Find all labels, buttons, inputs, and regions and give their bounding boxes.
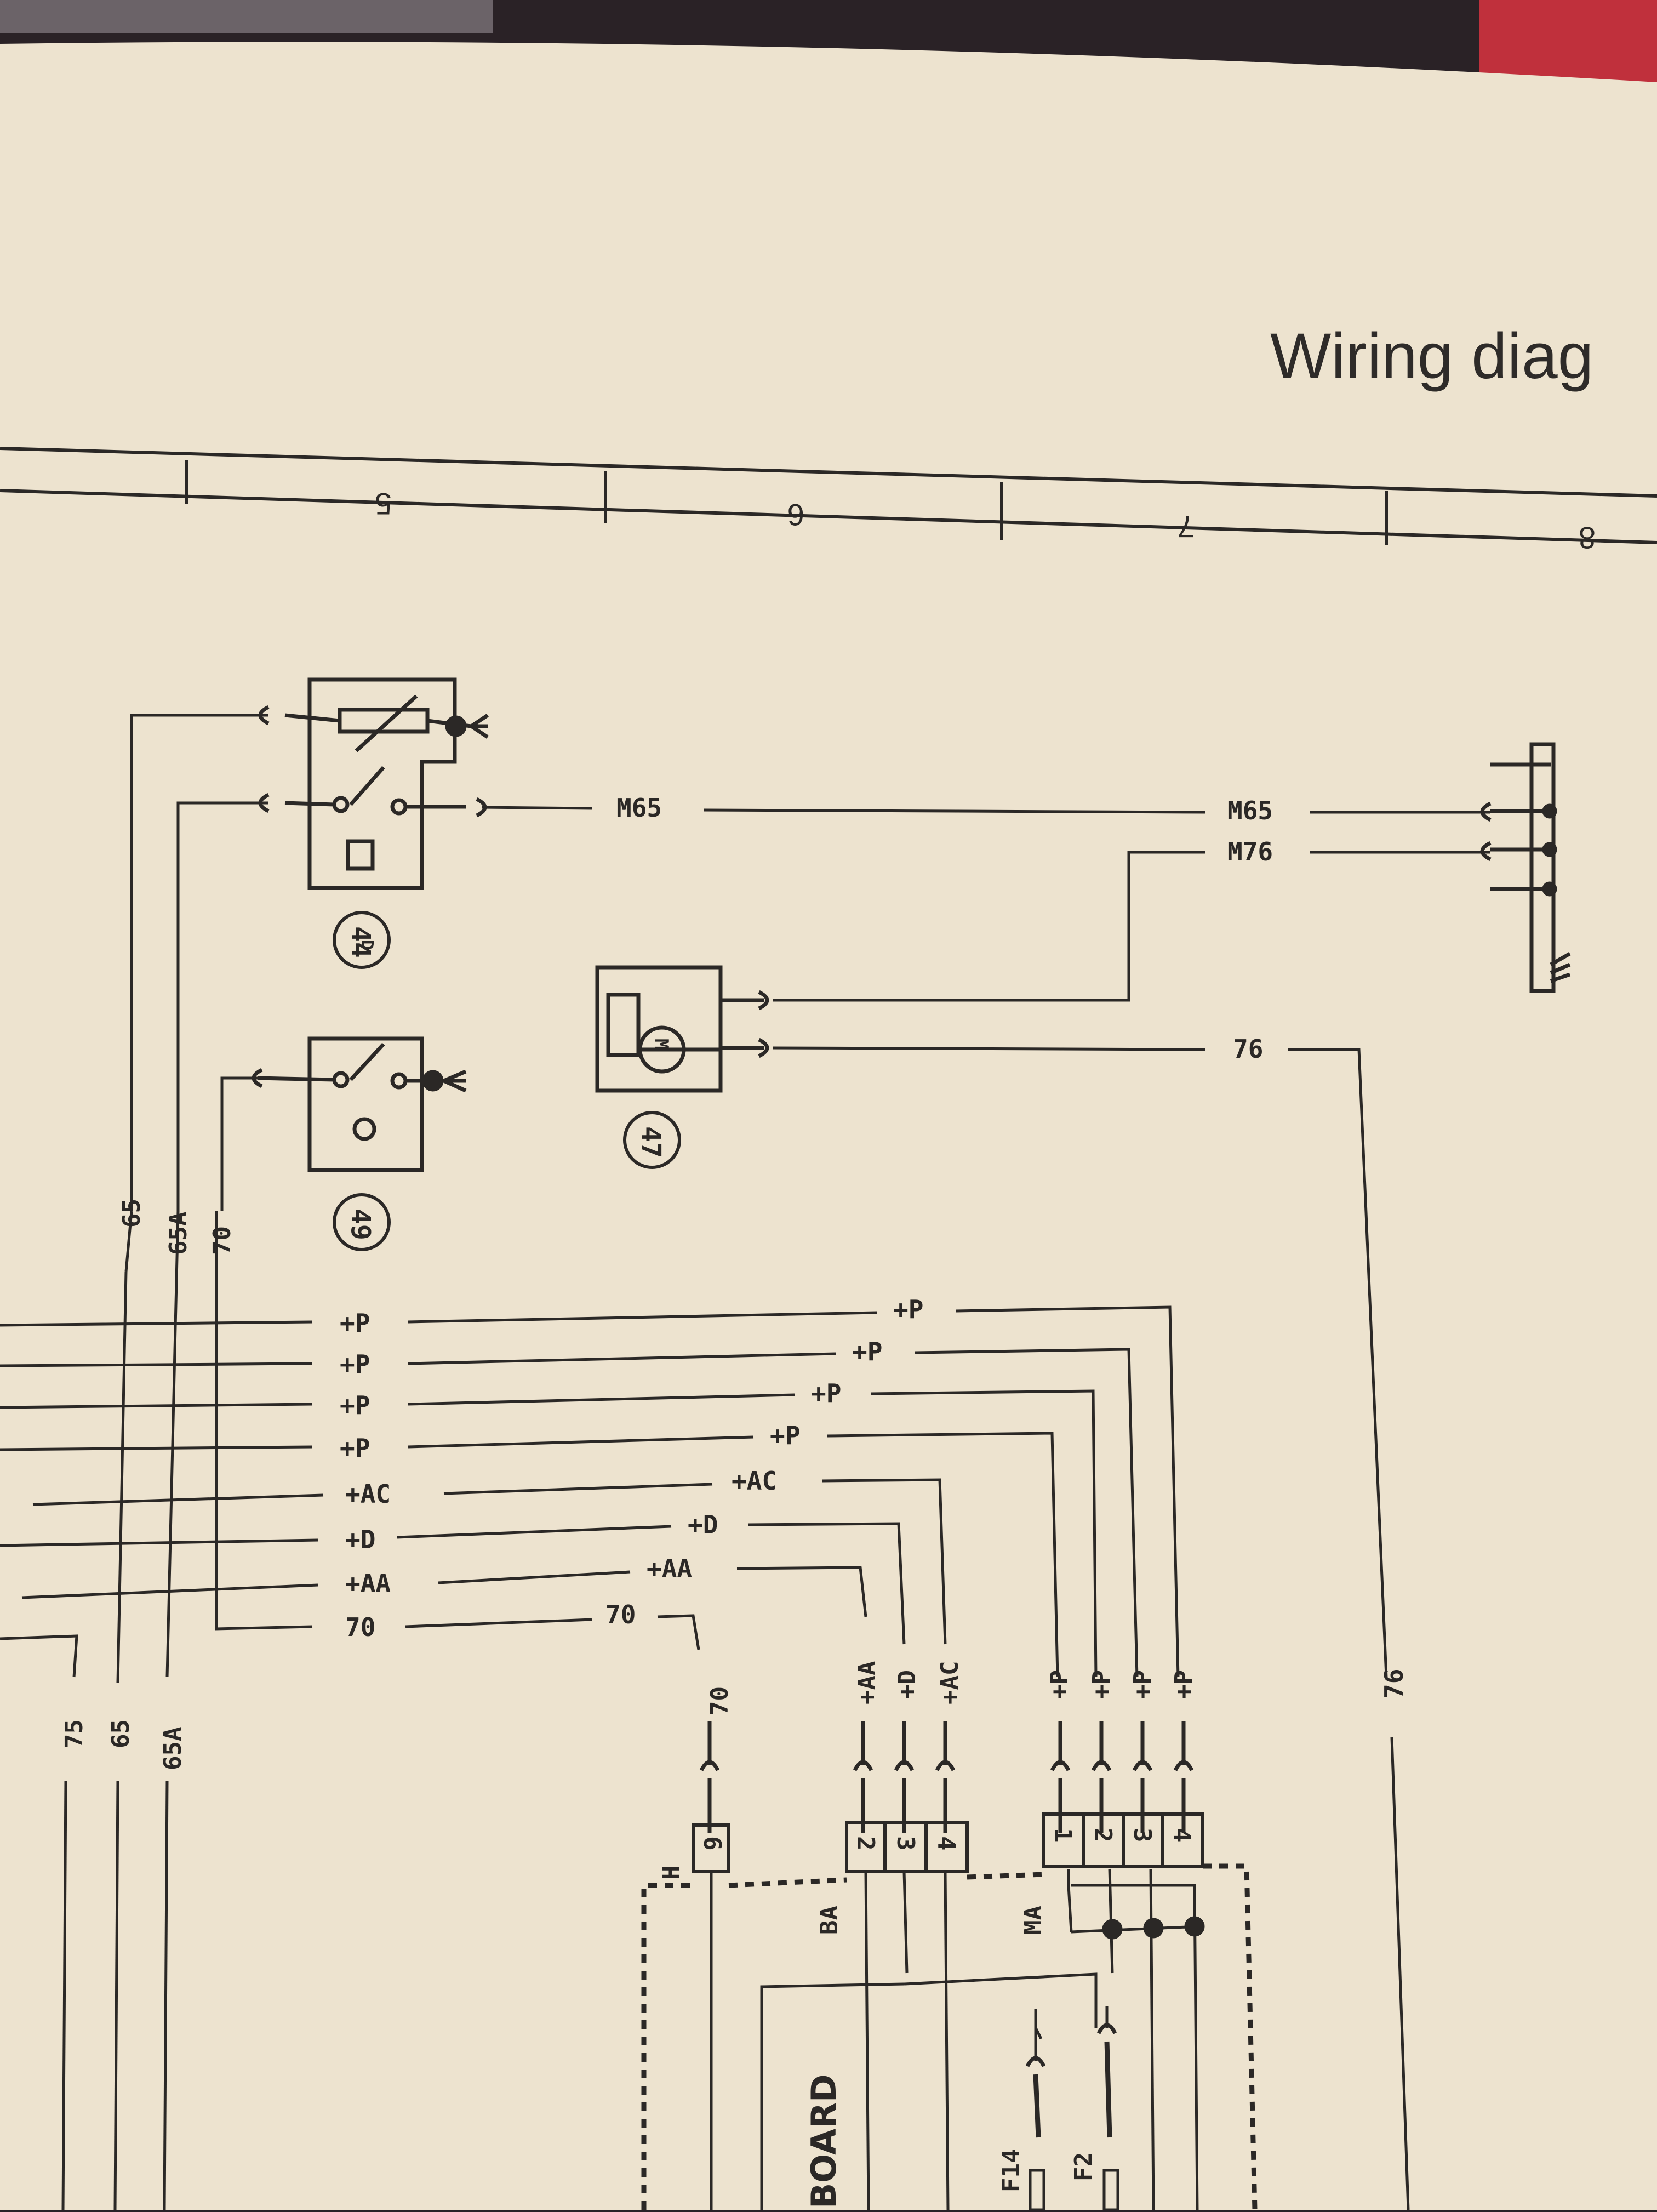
- drop-label-p3: +P: [1129, 1670, 1157, 1699]
- bus-mid-label-70: 70: [605, 1600, 636, 1629]
- background-strip: [0, 0, 493, 33]
- connector-ba-pin-2: 2: [852, 1836, 879, 1851]
- component-49-number: 49: [345, 1208, 376, 1240]
- wire-label-76-vertical: 76: [1379, 1669, 1409, 1699]
- connector-ma-pin-3: 3: [1128, 1828, 1156, 1843]
- connector-h-name: H: [658, 1866, 685, 1880]
- wire-label-70-top: 70: [208, 1226, 236, 1255]
- component-47: [595, 965, 769, 1093]
- drop-label-70: 70: [706, 1686, 734, 1715]
- component-44-symbol: D: [357, 940, 376, 950]
- component-44-number: 44: [345, 926, 376, 958]
- bus-left-label-p1: +P: [340, 1308, 370, 1338]
- connector-ba: 2 3 4 BA: [815, 1821, 969, 1935]
- bus-mid-label-ac: +AC: [732, 1466, 777, 1496]
- main-bus: [0, 1211, 1180, 1678]
- drop-label-ac: +AC: [936, 1661, 964, 1704]
- bus-left-label-ac: +AC: [345, 1479, 391, 1509]
- component-44-callout: 44: [333, 911, 391, 969]
- column-number-5: 5: [375, 487, 392, 521]
- wire-label-m76-right: M76: [1227, 837, 1273, 866]
- component-44: [258, 677, 489, 890]
- page-heading: Wiring diag: [1270, 320, 1593, 392]
- drop-label-p4: +P: [1170, 1670, 1198, 1699]
- drop-label-aa: +AA: [853, 1661, 881, 1704]
- component-47-symbol: M: [650, 1039, 672, 1050]
- fuse-f14-label: F14: [997, 2149, 1025, 2192]
- column-header-band: [0, 447, 1657, 545]
- connector-ma-pin-1: 1: [1049, 1828, 1077, 1843]
- connector-ma: 1 2 3 4 MA: [1019, 1812, 1204, 1935]
- column-number-8: 8: [1579, 521, 1596, 555]
- bus-left-label-p4: +P: [340, 1433, 370, 1463]
- connector-ma-pin-4: 4: [1168, 1828, 1196, 1843]
- bottom-label-75: 75: [60, 1719, 88, 1748]
- bus-mid-label-d: +D: [688, 1510, 718, 1540]
- paper-sheet: [0, 42, 1657, 2210]
- drop-label-p2: +P: [1088, 1670, 1116, 1699]
- bus-left-label-p3: +P: [340, 1390, 370, 1420]
- bus-mid-label-p2: +P: [852, 1337, 882, 1366]
- wire-label-m65-left: M65: [616, 793, 662, 823]
- connector-drops: [699, 1721, 1194, 1833]
- bus-vertical-wires: [0, 1211, 180, 2210]
- ground-block: [1480, 742, 1571, 993]
- bus-left-label-70: 70: [345, 1612, 375, 1642]
- fuse-board: [641, 1863, 1258, 2211]
- wire-label-m65-right: M65: [1227, 796, 1273, 825]
- wire-label-76-horizontal: 76: [1233, 1034, 1263, 1064]
- component-49-callout: 49: [333, 1193, 391, 1251]
- top-wires: [130, 714, 1490, 2210]
- fuse-f2-label: F2: [1070, 2152, 1098, 2181]
- drop-label-d: +D: [893, 1670, 921, 1699]
- bottom-label-65a: 65A: [159, 1727, 187, 1770]
- component-47-number: 47: [636, 1126, 666, 1158]
- bus-left-label-p2: +P: [340, 1349, 370, 1379]
- bus-left-label-d: +D: [345, 1525, 375, 1554]
- board-label: BOARD: [804, 2074, 844, 2209]
- connector-ba-pin-3: 3: [892, 1836, 919, 1851]
- connector-ma-name: MA: [1019, 1906, 1047, 1935]
- drop-label-p1: +P: [1045, 1670, 1073, 1699]
- connector-ba-pin-4: 4: [932, 1836, 960, 1851]
- bottom-label-65: 65: [107, 1719, 135, 1748]
- bus-left-label-aa: +AA: [345, 1569, 391, 1598]
- bus-mid-label-p3: +P: [811, 1378, 841, 1408]
- component-47-callout: 47: [623, 1111, 681, 1169]
- connector-h-pin-6: 6: [698, 1836, 726, 1851]
- bus-mid-label-aa: +AA: [647, 1554, 692, 1583]
- column-number-6: 6: [787, 498, 804, 532]
- bus-mid-label-p1: +P: [893, 1295, 923, 1324]
- bus-mid-label-p4: +P: [770, 1421, 800, 1450]
- connector-ma-pin-2: 2: [1089, 1828, 1117, 1843]
- column-number-7: 7: [1178, 510, 1195, 544]
- connector-ba-name: BA: [815, 1906, 843, 1935]
- component-49: [252, 1036, 467, 1172]
